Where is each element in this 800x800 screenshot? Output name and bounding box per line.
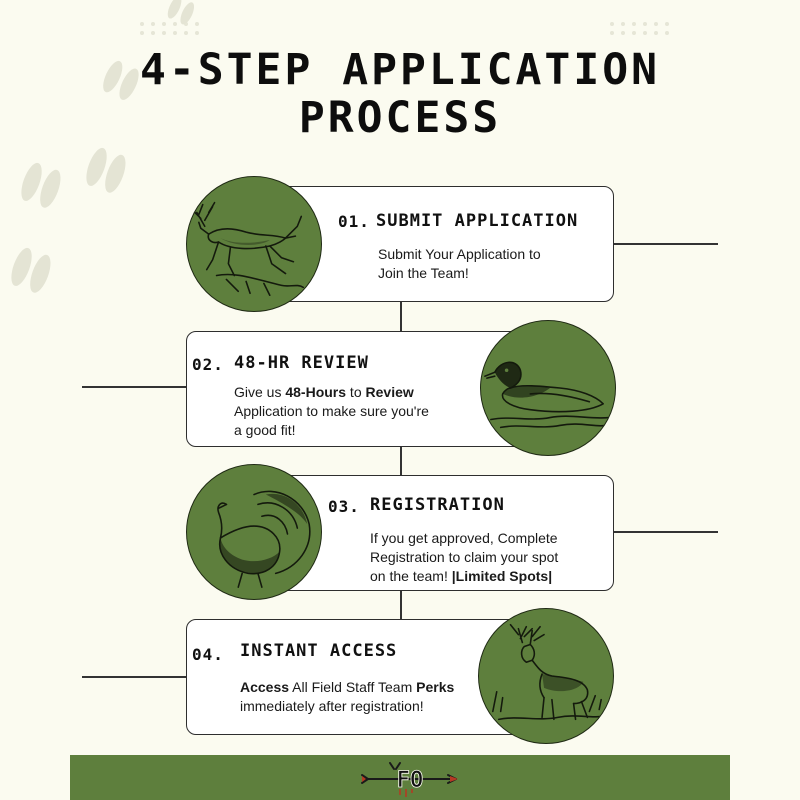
logo-text: FO [397, 768, 424, 793]
step-title-3: REGISTRATION [370, 495, 505, 515]
desc-bold-text: Review [365, 384, 414, 400]
duck-icon [480, 320, 616, 456]
title-line-2: PROCESS [298, 93, 502, 143]
desc-bold-text: 48-Hours [285, 384, 347, 400]
title-line-1: 4-STEP APPLICATION [140, 45, 660, 95]
connector-line [612, 243, 718, 245]
footer-bar: FO [70, 755, 730, 800]
step-desc-1: Submit Your Application to Join the Team! [378, 245, 541, 283]
desc-text: All Field Staff Team [289, 679, 417, 695]
step-number-2: 02. [192, 355, 224, 374]
connector-line [400, 590, 402, 620]
fo-logo: FO [361, 762, 458, 797]
desc-bold-text: |Limited Spots| [451, 568, 553, 584]
decor-dots-left [140, 22, 201, 35]
desc-bold-text: Access [240, 679, 290, 695]
turkey-icon [186, 464, 322, 600]
desc-text: Submit Your Application to [378, 246, 541, 262]
connector-line [400, 446, 402, 476]
desc-text: Registration to claim your spot [370, 549, 559, 565]
step-number-1: 01. [338, 212, 370, 231]
desc-text: Application to make sure you're [234, 403, 429, 419]
connector-line [400, 301, 402, 331]
desc-text: Join the Team! [378, 265, 469, 281]
desc-text: a good fit! [234, 422, 296, 438]
connector-line [82, 386, 187, 388]
desc-bold-text: Perks [416, 679, 455, 695]
step-number-4: 04. [192, 645, 224, 664]
step-title-4: INSTANT ACCESS [240, 641, 398, 661]
step-title-2: 48-HR REVIEW [234, 353, 369, 373]
buck-standing-icon [478, 608, 614, 744]
desc-text: If you get approved, Complete [370, 530, 558, 546]
desc-text: Give us [234, 384, 286, 400]
step-desc-4: Access All Field Staff Team Perks immedia… [240, 678, 454, 716]
step-title-1: SUBMIT APPLICATION [376, 211, 579, 231]
connector-line [82, 676, 187, 678]
decor-dots-right [610, 22, 671, 35]
connector-line [612, 531, 718, 533]
desc-text: on the team! [370, 568, 452, 584]
page-title: 4-STEP APPLICATION PROCESS [0, 46, 800, 142]
hoof-tracks-decoration [11, 0, 195, 293]
desc-text: immediately after registration! [240, 698, 424, 714]
deer-leaping-icon [186, 176, 322, 312]
desc-text: to [346, 384, 366, 400]
step-number-3: 03. [328, 497, 360, 516]
